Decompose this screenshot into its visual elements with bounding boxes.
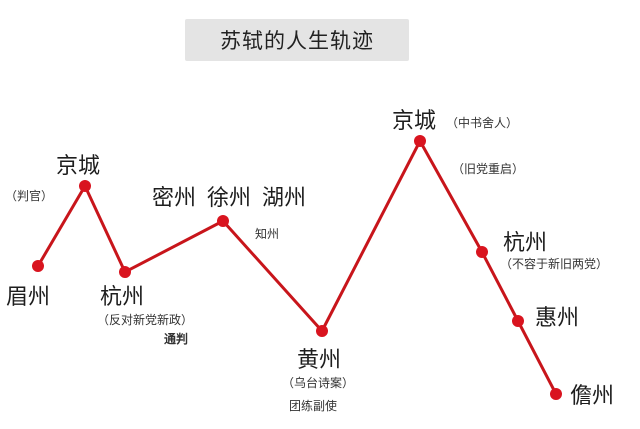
stop-4-city: 黄州 — [297, 348, 342, 373]
point-stop-4 — [316, 325, 328, 337]
stop-2-city: 杭州 — [100, 285, 145, 310]
point-stop-7 — [512, 315, 524, 327]
stop-1-city: 京城 — [56, 154, 101, 179]
stop-8-city: 儋州 — [570, 384, 615, 409]
stop-6-note: （不容于新旧两党） — [500, 257, 609, 271]
stop-3-city: 密州 徐州 湖州 — [152, 186, 306, 211]
stop-7-city: 惠州 — [535, 306, 580, 331]
point-stop-2 — [119, 266, 131, 278]
point-stop-1 — [79, 180, 91, 192]
stop-5-city: 京城 — [392, 109, 437, 134]
stop-3-note: 知州 — [255, 227, 280, 241]
stop-6-city: 杭州 — [503, 231, 548, 256]
stop-5-note: （中书舍人） — [446, 116, 519, 130]
chart-title: 苏轼的人生轨迹 — [185, 19, 409, 61]
stop-4-note: （乌台诗案） — [282, 376, 355, 390]
trajectory-points — [32, 135, 562, 400]
point-stop-8 — [550, 388, 562, 400]
point-stop-3 — [217, 215, 229, 227]
stop-5-note2: （旧党重启） — [452, 162, 525, 176]
stop-4-role: 团练副使 — [289, 399, 338, 413]
stop-2-note: （反对新党新政） — [97, 313, 194, 327]
point-stop-5 — [414, 135, 426, 147]
stop-0-city: 眉州 — [6, 285, 51, 310]
point-stop-0 — [32, 260, 44, 272]
stop-2-role: 通判 — [164, 332, 189, 346]
stop-1-note: （判官） — [5, 189, 54, 203]
point-stop-6 — [476, 246, 488, 258]
